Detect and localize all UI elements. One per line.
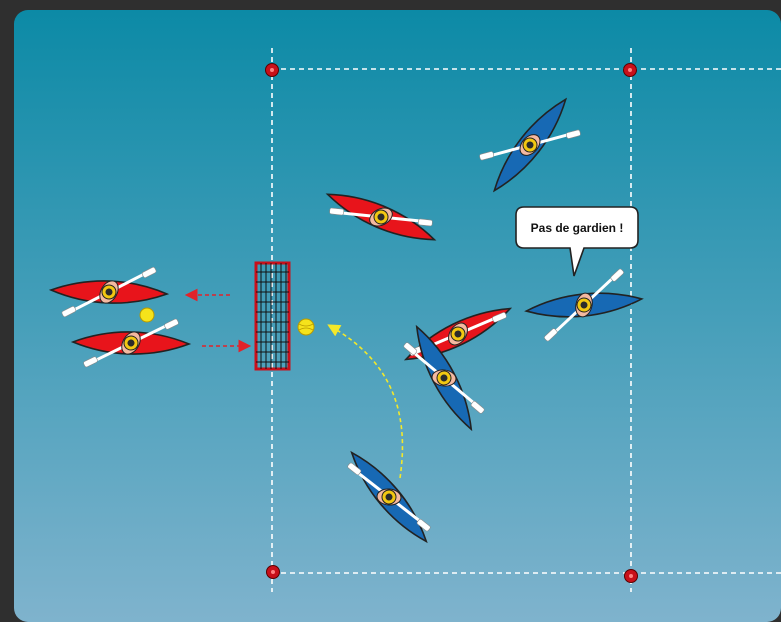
water-area: [14, 10, 781, 622]
ball-icon: [298, 319, 314, 335]
buoy-icon: [267, 566, 280, 579]
ball-icon: [140, 308, 154, 322]
buoy-icon: [625, 570, 638, 583]
buoy-icon: [624, 64, 637, 77]
buoy-icon: [266, 64, 279, 77]
speech-bubble-text: Pas de gardien !: [531, 221, 624, 235]
